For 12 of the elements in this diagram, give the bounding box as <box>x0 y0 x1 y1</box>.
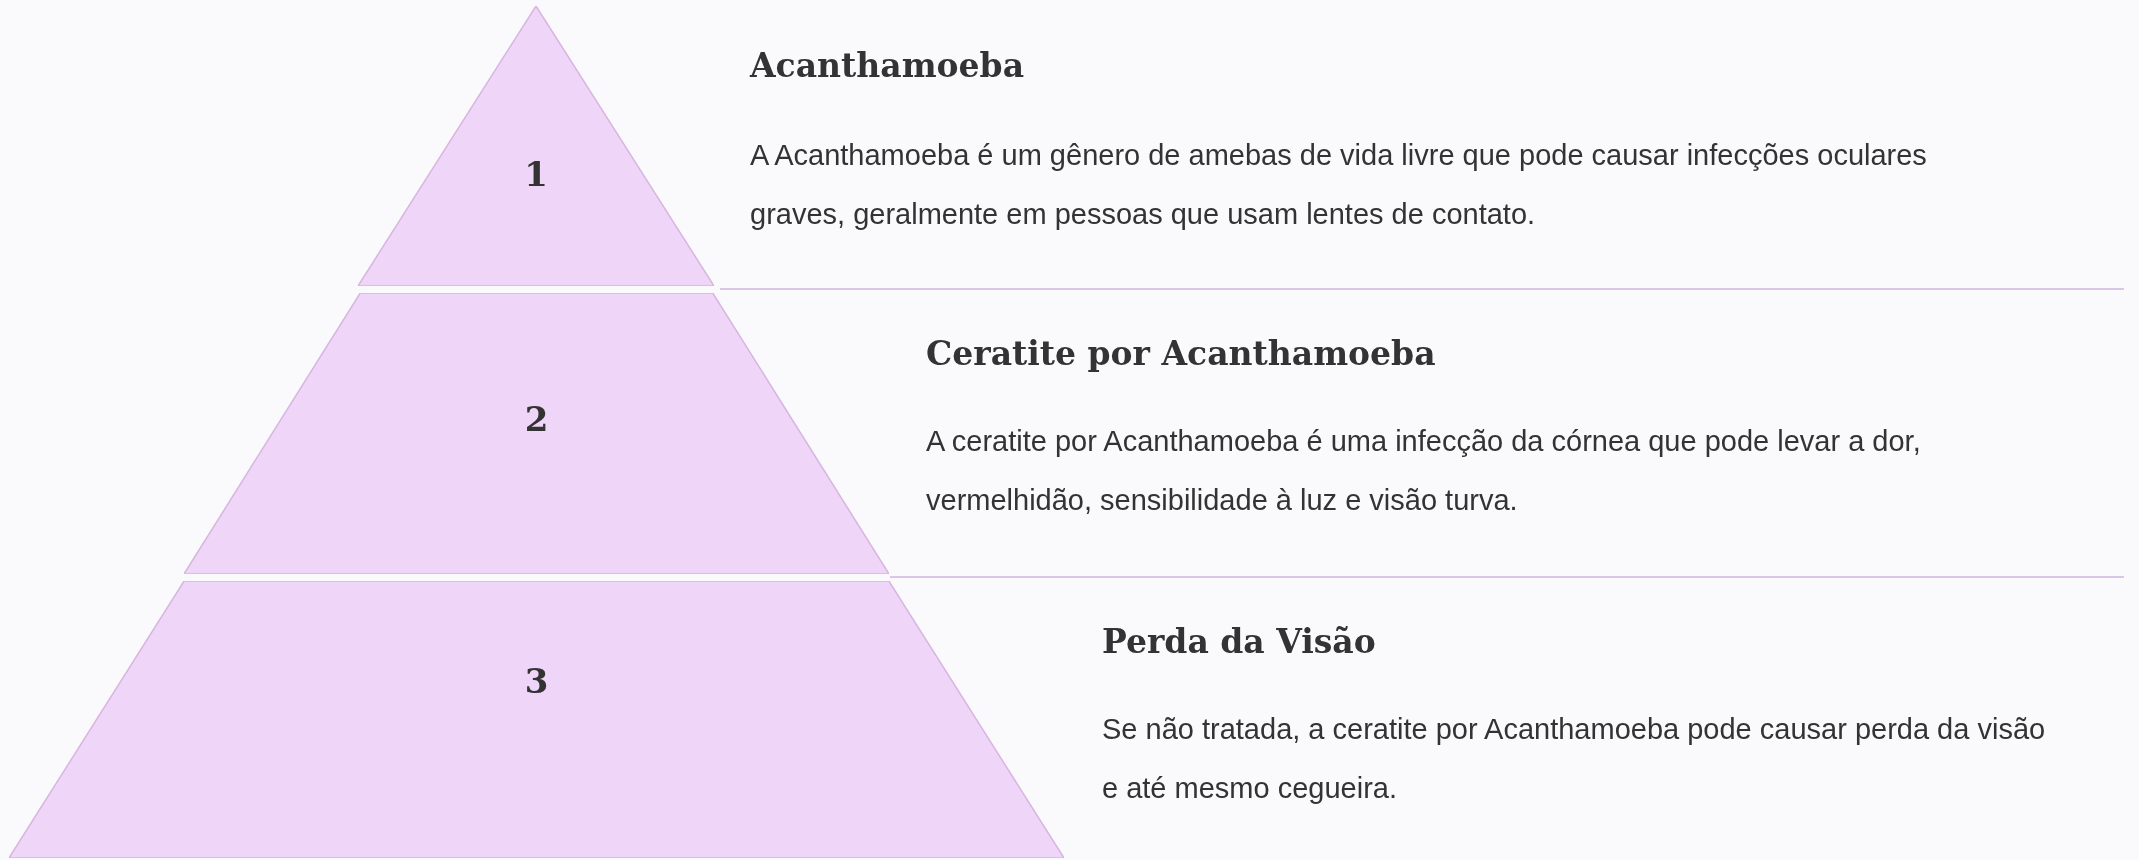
level-number: 3 <box>524 660 549 701</box>
pyramid-level <box>184 293 889 574</box>
level-number: 2 <box>524 399 549 440</box>
pyramid-level <box>9 581 1064 858</box>
level-description: A Acanthamoeba é um gênero de amebas de vida livre que pode causar infecções oculares graves, geralmente em pessoas que usam lentes de contato. <box>750 138 1928 232</box>
pyramid-top-level <box>358 6 714 286</box>
level-heading: Perda da Visão <box>1102 622 1376 661</box>
level-description: A ceratite por Acanthamoeba é uma infecção da córnea que pode levar a dor, vermelhidão, sensibilidade à luz e visão turva. <box>926 424 1922 518</box>
level-number: 1 <box>524 154 548 194</box>
level-heading: Acanthamoeba <box>750 46 1025 85</box>
level-description: Se não tratada, a ceratite por Acanthamoeba pode causar perda da visão e até mesmo cegueira. <box>1102 712 2047 806</box>
level-heading: Ceratite por Acanthamoeba <box>926 334 1436 373</box>
